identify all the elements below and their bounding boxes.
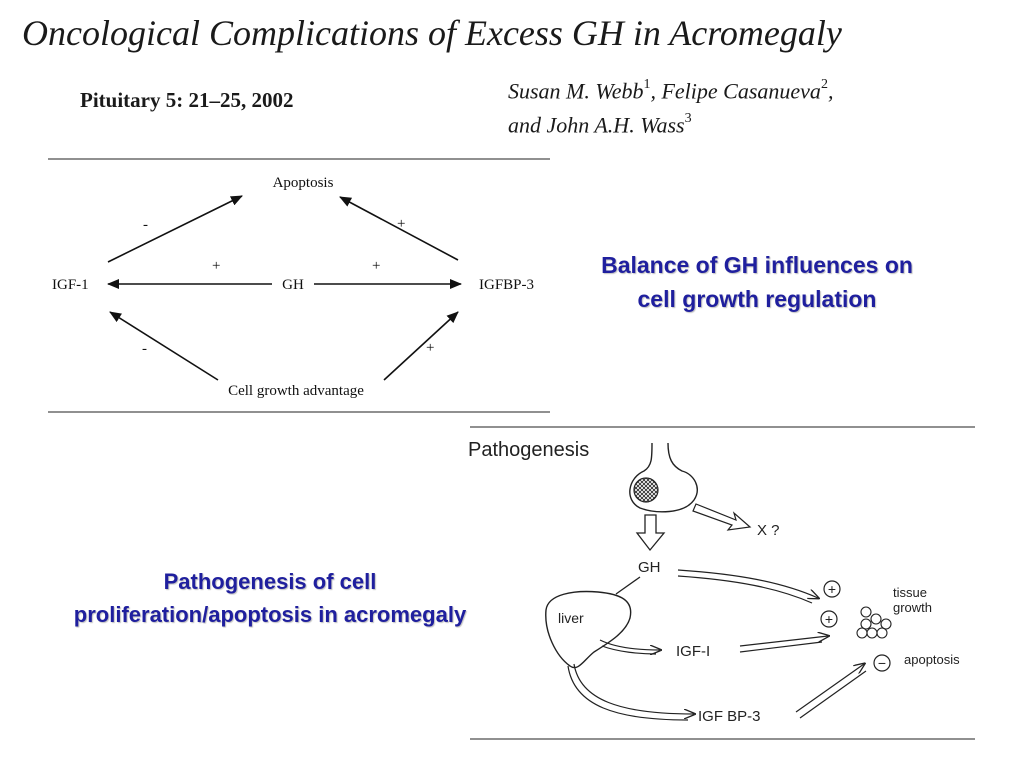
sign-igfbp3-apoptosis: +	[397, 216, 405, 232]
tissue-growth-line1: tissue	[893, 585, 927, 600]
node-igf1: IGF-1	[52, 277, 89, 293]
author-wass: and John A.H. Wass	[508, 112, 685, 138]
balance-caption-line1: Balance of GH influences on	[601, 252, 913, 278]
arrow-liver-to-igfbp3	[573, 663, 694, 714]
plus-circle-gh	[823, 580, 841, 598]
pituitary-gland	[629, 442, 698, 513]
minus-sign-apoptosis: −	[878, 655, 886, 671]
author-line-2: and John A.H. Wass3	[508, 106, 833, 140]
gh-label: GH	[638, 559, 661, 576]
arrow-igfbp3-to-apoptosis	[795, 664, 864, 713]
author-affil-1: 1	[643, 77, 651, 92]
author-webb: Susan M. Webb	[508, 78, 644, 104]
arrow-gh-to-tissue	[677, 569, 818, 598]
arrow-igfbp3-to-apoptosis	[339, 196, 459, 261]
node-apoptosis: Apoptosis	[273, 175, 334, 191]
igf1-label: IGF-I	[676, 643, 710, 660]
liver-label: liver	[558, 610, 584, 626]
pathogenesis-caption: Pathogenesis of cell proliferation/apopt…	[8, 565, 532, 631]
igfbp3-label: IGF BP-3	[698, 708, 761, 725]
arrow-igf1-to-tissue-inner	[739, 641, 823, 653]
pituitary-adenoma	[633, 477, 659, 503]
liver-shape	[545, 590, 632, 669]
author-affil-2: 2	[820, 77, 828, 92]
slide-title: Oncological Complications of Excess GH i…	[22, 13, 842, 53]
plus-sign-gh: +	[828, 581, 836, 597]
cell-cluster-icon	[856, 606, 892, 639]
author-list: Susan M. Webb1, Felipe Casanueva2, and J…	[508, 72, 833, 141]
minus-circle-apoptosis	[873, 654, 891, 672]
pathogenesis-caption-line1: Pathogenesis of cell	[163, 569, 377, 594]
plus-sign-igf1: +	[825, 611, 833, 627]
author-comma: ,	[827, 78, 834, 104]
arrow-igf1-to-tissue	[739, 636, 828, 647]
node-gh: GH	[282, 277, 304, 293]
author-casanueva: , Felipe Casanueva	[650, 78, 821, 104]
sign-cellgrowth-igfbp3: +	[426, 340, 434, 356]
arrow-cellgrowth-to-igfbp3	[383, 311, 459, 381]
author-affil-3: 3	[684, 111, 692, 127]
arrow-liver-to-igfbp3-inner	[567, 665, 689, 721]
balance-caption: Balance of GH influences on cell growth …	[552, 248, 962, 316]
arrow-igfbp3-to-apoptosis-inner	[799, 670, 867, 719]
arrow-gh-to-tissue-inner	[677, 575, 813, 604]
apoptosis-label: apoptosis	[904, 652, 960, 667]
pathogenesis-caption-line2: proliferation/apoptosis in acromegaly	[73, 602, 467, 627]
arrow-pituitary-to-gh	[635, 514, 666, 552]
arrow-cellgrowth-to-igf1	[109, 311, 219, 381]
node-cell-growth-advantage: Cell growth advantage	[228, 383, 364, 399]
sign-gh-igf1: +	[212, 258, 220, 274]
sign-cellgrowth-igf1: -	[142, 341, 147, 357]
arrow-liver-to-igf1-inner	[601, 645, 657, 655]
balance-caption-line2: cell growth regulation	[637, 286, 877, 312]
sign-igf1-apoptosis: -	[143, 217, 148, 233]
node-igfbp3: IGFBP-3	[479, 277, 534, 293]
journal-citation: Pituitary 5: 21–25, 2002	[80, 88, 294, 112]
author-line-1: Susan M. Webb1, Felipe Casanueva2,	[508, 72, 833, 106]
tissue-growth-line2: growth	[893, 600, 932, 615]
gh-to-liver-line	[615, 576, 641, 595]
arrow-pituitary-to-unknown	[692, 503, 752, 531]
pathogenesis-heading: Pathogenesis	[468, 439, 589, 461]
arrow-igf1-to-apoptosis	[107, 195, 243, 263]
arrow-liver-to-igf1	[599, 639, 660, 650]
plus-circle-igf1	[820, 610, 838, 628]
unknown-factor: X ?	[757, 522, 780, 539]
sign-gh-igfbp3: +	[372, 258, 380, 274]
